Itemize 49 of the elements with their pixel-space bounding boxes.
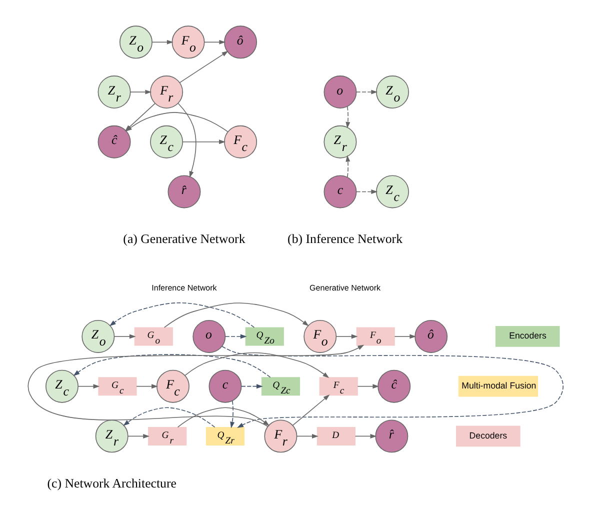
node-circle: r̂	[168, 175, 201, 208]
arrow	[354, 434, 377, 438]
arrow	[130, 90, 152, 94]
arrow	[123, 407, 216, 428]
node-circle: c	[208, 370, 242, 403]
arrow	[356, 189, 378, 194]
arrow	[292, 394, 330, 426]
node-circle: o	[324, 76, 357, 108]
legend-label: Decoders	[469, 430, 508, 440]
arrow	[179, 50, 228, 84]
node-circle: ô	[414, 320, 448, 353]
node-circle: c	[324, 175, 357, 208]
arrow	[296, 434, 318, 438]
node-circle: ô	[224, 26, 257, 59]
arrow	[152, 40, 174, 44]
node-circle: r̂	[375, 420, 408, 453]
arrow	[394, 334, 416, 339]
label: (a) Generative Network	[123, 232, 246, 246]
arrow	[182, 140, 226, 144]
label: Generative Network	[310, 283, 381, 292]
arrow	[164, 302, 309, 328]
arrow	[346, 155, 350, 178]
arrow	[73, 354, 271, 378]
label: (c) Network Architecture	[47, 476, 176, 490]
arrow	[346, 106, 350, 128]
legend-label: Multi-modal Fusion	[462, 380, 536, 391]
arrow	[225, 334, 247, 339]
arrow	[184, 352, 330, 378]
node-circle: o	[192, 320, 226, 353]
arrow	[78, 384, 100, 389]
label: Inference Network	[152, 283, 217, 292]
arrow	[177, 407, 270, 428]
arrow	[222, 346, 564, 428]
arrow	[241, 384, 263, 389]
arrow	[178, 103, 196, 178]
legend-label: Encoders	[509, 330, 546, 341]
arrow	[28, 344, 364, 427]
arrow	[204, 40, 226, 44]
arrow	[114, 334, 136, 339]
arrow	[336, 334, 358, 339]
arrow	[356, 90, 378, 94]
node-box: D	[316, 426, 356, 446]
label: (b) Inference Network	[288, 232, 403, 246]
arrow	[128, 434, 150, 438]
arrow	[357, 384, 380, 389]
arrow	[230, 400, 235, 428]
node-circle: ĉ	[378, 370, 411, 403]
arrow	[109, 302, 255, 328]
arrow	[136, 384, 158, 389]
